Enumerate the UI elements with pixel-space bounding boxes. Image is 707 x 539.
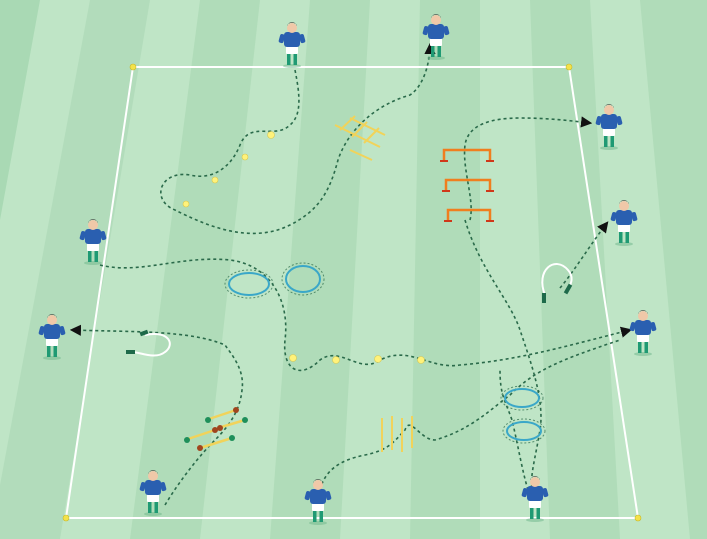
ball-icon <box>375 356 382 363</box>
corner-cone-top-right <box>566 64 572 70</box>
corner-cone-bottom-left <box>63 515 69 521</box>
ball-icon <box>418 357 425 364</box>
ball-icon <box>290 355 297 362</box>
ball-icon <box>333 357 340 364</box>
marker-cone-icon <box>197 445 203 451</box>
ball-icon <box>212 177 218 183</box>
marker-cone-icon <box>233 407 239 413</box>
ball-icon <box>242 154 248 160</box>
ball-icon <box>183 201 189 207</box>
corner-cone-bottom-right <box>635 515 641 521</box>
marker-cone-icon <box>205 417 211 423</box>
marker-cone-icon <box>242 417 248 423</box>
marker-cone-icon <box>229 435 235 441</box>
corner-cone-top-left <box>130 64 136 70</box>
marker-cone-icon <box>217 425 223 431</box>
marker-cone-icon <box>184 437 190 443</box>
ball-icon <box>268 132 275 139</box>
